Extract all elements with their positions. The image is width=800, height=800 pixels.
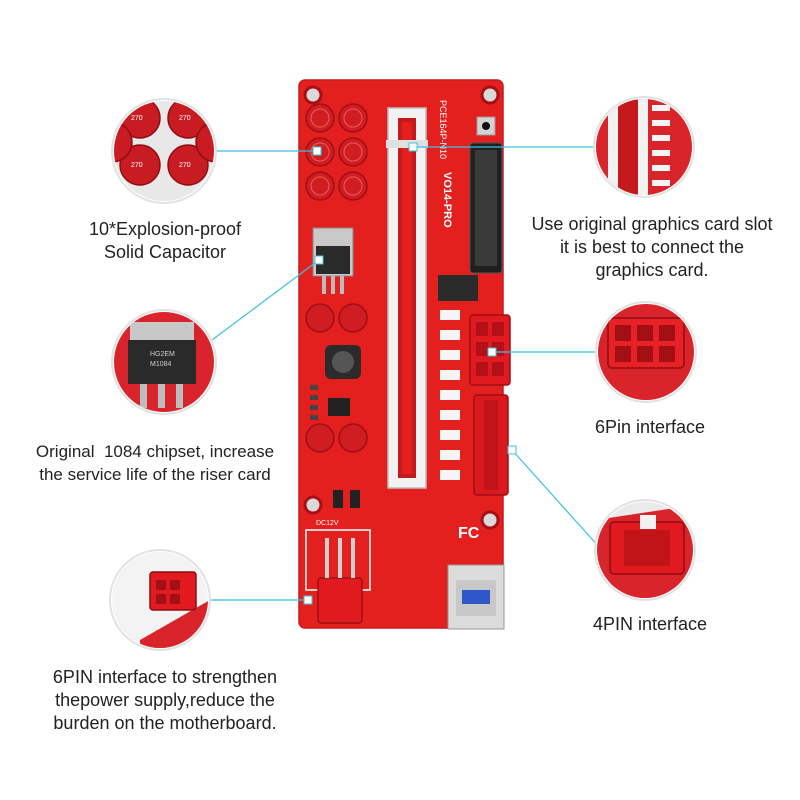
reset-button [476, 116, 496, 136]
dc-label: DC12V [316, 520, 339, 527]
sixpin-power-caption: 6PIN interface to strengthen thepower su… [20, 666, 310, 735]
capacitor-caption-line-2: Solid Capacitor [103, 242, 227, 262]
fcc-mark: FC [458, 525, 480, 542]
small-ic [328, 398, 350, 416]
svg-text:270: 270 [131, 162, 143, 169]
sixpin-power-caption-line-3: burden on the motherboard. [53, 713, 277, 733]
capacitor-zoom-callout: 270 270 270 270 [111, 98, 217, 204]
chipset-caption-line-2: the service life of the riser card [39, 465, 271, 484]
usb3-port [447, 564, 505, 630]
board-version-label: VO14-PRO [441, 172, 453, 228]
sixpin-power-caption-line-1: 6PIN interface to strengthen [52, 667, 278, 687]
capacitor-caption-line-1: 10*Explosion-proof [88, 219, 242, 239]
regulator-chip [312, 227, 354, 294]
leader-lines [208, 146, 601, 601]
slot-caption-line-3: graphics card. [595, 260, 709, 280]
svg-text:270: 270 [179, 162, 191, 169]
board-4pin-connector [473, 394, 509, 496]
chipset-caption-line-1: Original 1084 chipset, increase [35, 442, 275, 461]
chip-label-2: M1084 [150, 361, 172, 368]
chip-label-1: HG2EM [150, 351, 175, 358]
board-model-label: PCE164P-N10 [438, 100, 448, 159]
svg-text:270: 270 [179, 115, 191, 122]
dc-6pin-zoom-callout [109, 549, 211, 651]
resistor-row [310, 385, 318, 420]
chipset-zoom-callout: HG2EM M1084 [111, 309, 217, 415]
slot-caption-line-1: Use original graphics card slot [531, 214, 773, 234]
inductor [325, 345, 361, 379]
sixpin-power-caption-line-2: thepower supply,reduce the [55, 690, 275, 710]
chipset-caption: Original 1084 chipset, increase the serv… [10, 440, 300, 486]
dc-power-section [305, 529, 371, 624]
board-6pin-connector [469, 314, 511, 386]
pcie-x16-slot [386, 107, 428, 489]
leader-endpoints [303, 142, 517, 605]
slot-caption-line-2: it is best to connect the [559, 237, 745, 257]
sixpin-caption: 6Pin interface [594, 417, 706, 437]
slot-caption: Use original graphics card slot it is be… [512, 213, 792, 282]
fourpin-zoom-callout [594, 499, 696, 601]
slot-zoom-callout [593, 96, 695, 198]
header-strip [438, 275, 478, 480]
solid-capacitors [305, 103, 368, 453]
fuse-pair [333, 490, 360, 508]
capacitor-caption: 10*Explosion-proof Solid Capacitor [40, 218, 290, 264]
svg-text:270: 270 [131, 115, 143, 122]
sixpin-zoom-callout [595, 301, 697, 403]
voltage-display [469, 142, 503, 274]
fourpin-caption: 4PIN interface [592, 614, 708, 634]
